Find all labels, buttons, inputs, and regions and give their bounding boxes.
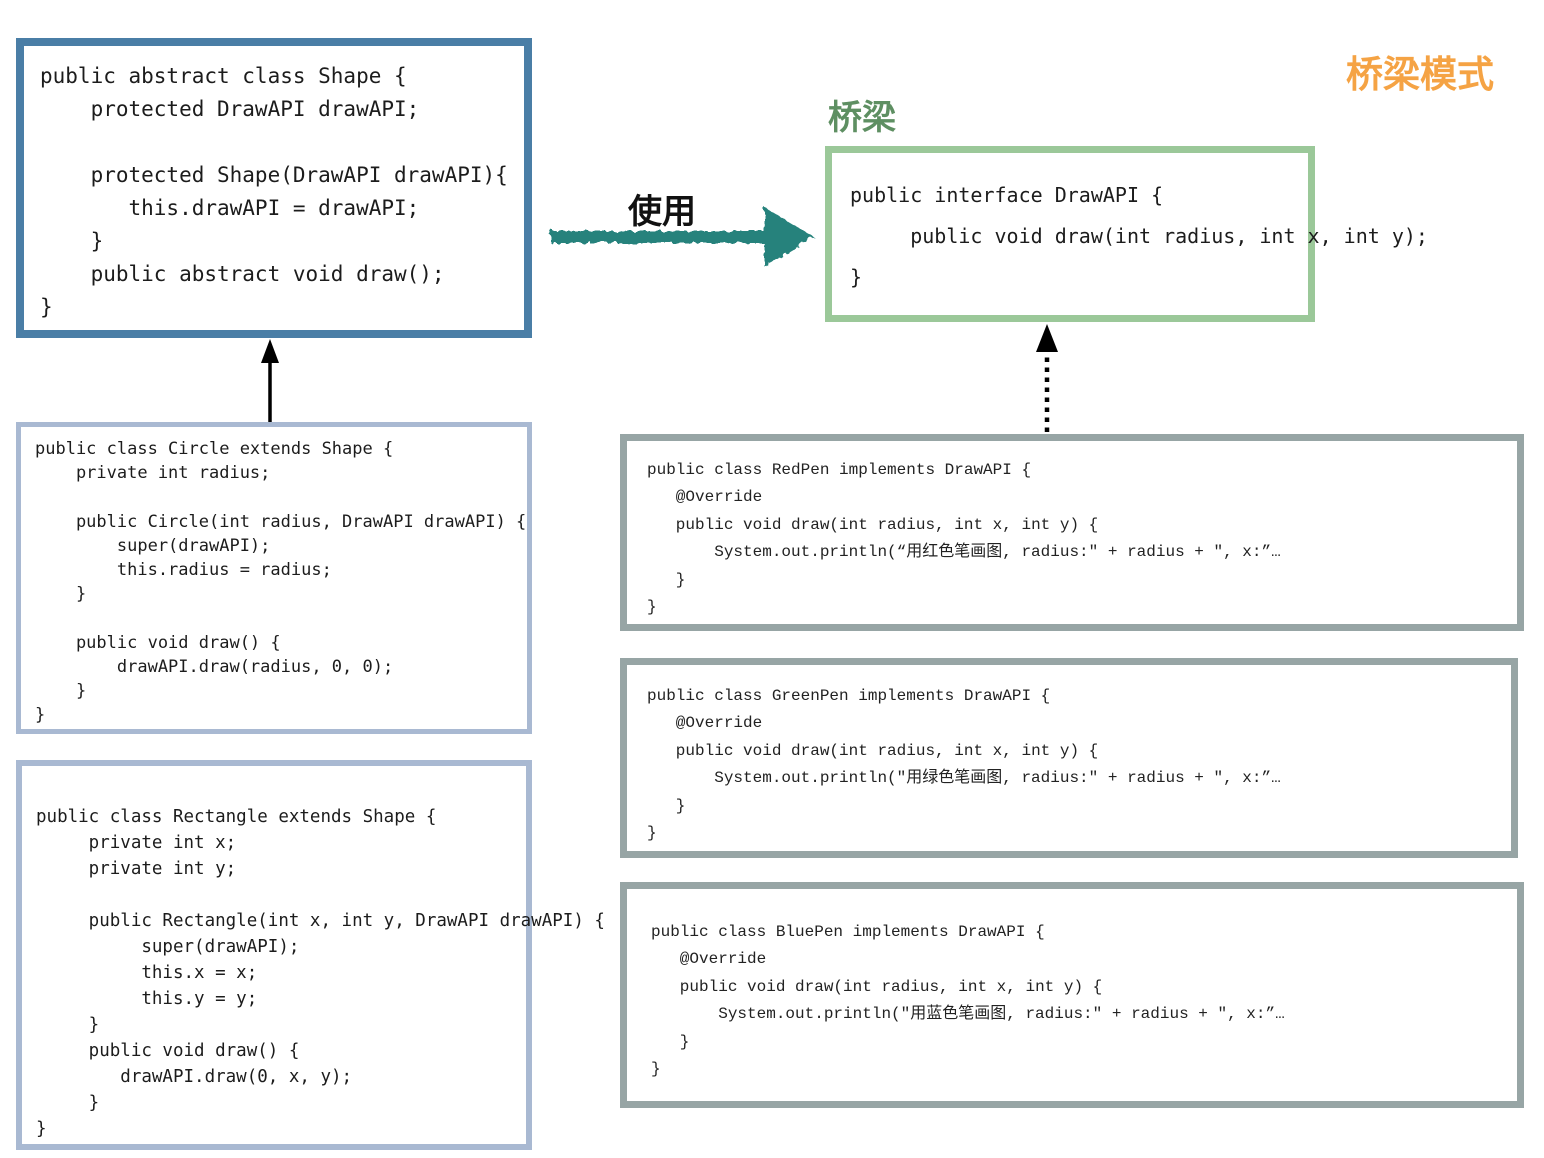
greenpen-class-box: public class GreenPen implements DrawAPI…: [620, 658, 1518, 858]
drawapi-code: public interface DrawAPI { public void d…: [850, 183, 1428, 289]
circle-class-box: public class Circle extends Shape { priv…: [16, 422, 532, 734]
page-title: 桥梁模式: [1346, 54, 1494, 95]
circle-code: public class Circle extends Shape { priv…: [35, 439, 527, 726]
bluepen-code: public class BluePen implements DrawAPI …: [651, 923, 1285, 1079]
shape-code: public abstract class Shape { protected …: [40, 64, 508, 319]
rectangle-class-box: public class Rectangle extends Shape { p…: [16, 760, 605, 1150]
bridge-label: 桥梁: [828, 99, 896, 137]
extends-arrow-icon: [261, 339, 279, 422]
redpen-code: public class RedPen implements DrawAPI {…: [647, 461, 1281, 617]
rectangle-code: public class Rectangle extends Shape { p…: [36, 807, 605, 1139]
shape-abstract-class-box: public abstract class Shape { protected …: [16, 38, 532, 338]
bluepen-class-box: public class BluePen implements DrawAPI …: [620, 882, 1524, 1108]
uses-label: 使用: [628, 193, 696, 231]
greenpen-code: public class GreenPen implements DrawAPI…: [647, 687, 1281, 843]
redpen-class-box: public class RedPen implements DrawAPI {…: [620, 434, 1524, 631]
implements-arrow-icon: [1036, 324, 1058, 432]
drawapi-interface-box: public interface DrawAPI { public void d…: [825, 146, 1428, 322]
